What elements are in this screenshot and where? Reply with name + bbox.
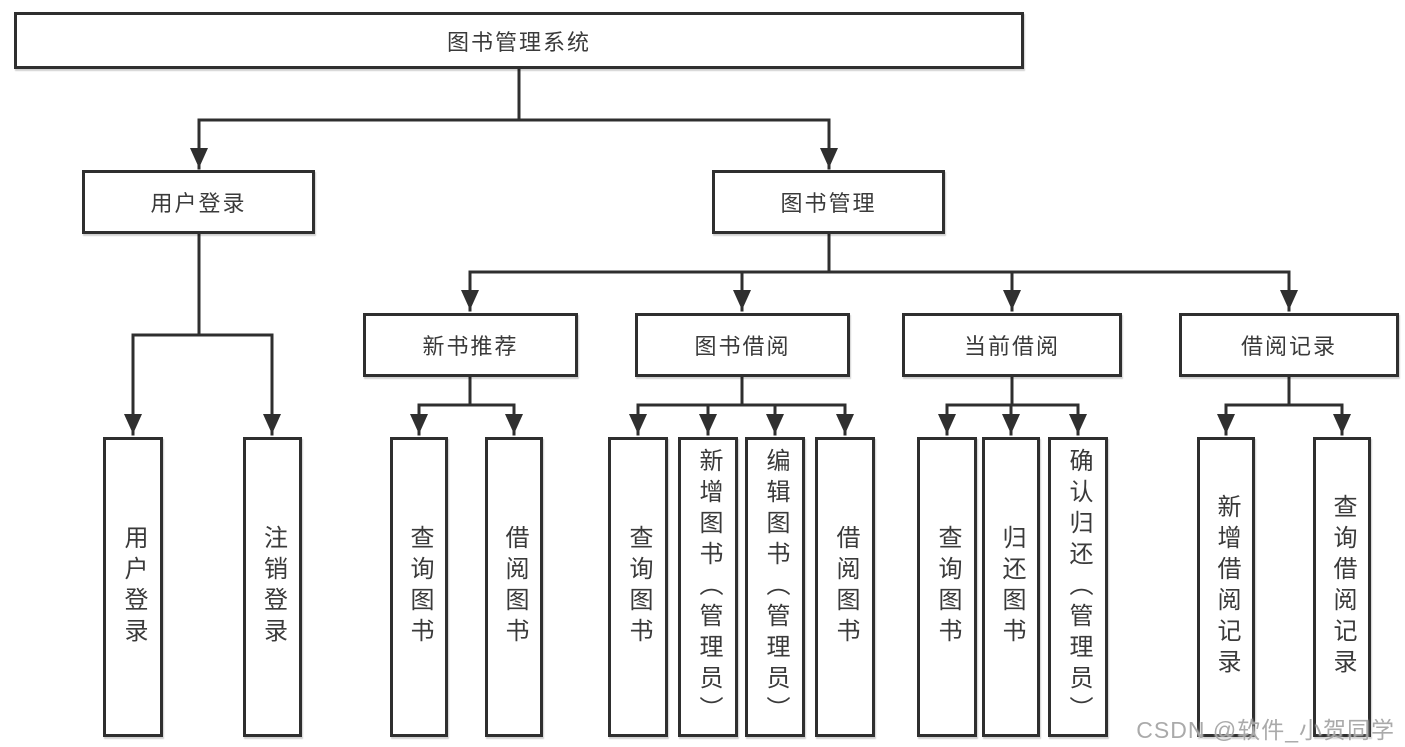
leaf-current-return-books: 归还图书 [982,437,1040,737]
leaf-recommend-borrow-books: 借阅图书 [485,437,543,737]
leaf-records-add-record: 新增借阅记录 [1197,437,1255,737]
leaf-user-login: 用户登录 [103,437,163,737]
node-new-book-recommendation: 新书推荐 [363,313,578,377]
leaf-logout: 注销登录 [243,437,302,737]
node-book-borrowing: 图书借阅 [635,313,850,377]
node-current-borrowing: 当前借阅 [902,313,1122,377]
leaf-current-query-books: 查询图书 [917,437,977,737]
node-book-management: 图书管理 [712,170,945,234]
leaf-records-query-record: 查询借阅记录 [1313,437,1371,737]
watermark: CSDN @软件_小贺同学 [1136,717,1395,743]
leaf-recommend-query-books: 查询图书 [390,437,448,737]
leaf-borrow-borrow-books: 借阅图书 [815,437,875,737]
leaf-borrow-add-books-admin: 新增图书（管理员） [678,437,738,737]
leaf-current-confirm-return-admin: 确认归还（管理员） [1048,437,1108,737]
leaf-borrow-edit-books-admin: 编辑图书（管理员） [745,437,805,737]
node-library-management-system: 图书管理系统 [14,12,1024,69]
node-borrowing-records: 借阅记录 [1179,313,1399,377]
leaf-borrow-query-books: 查询图书 [608,437,668,737]
node-user-login: 用户登录 [82,170,315,234]
